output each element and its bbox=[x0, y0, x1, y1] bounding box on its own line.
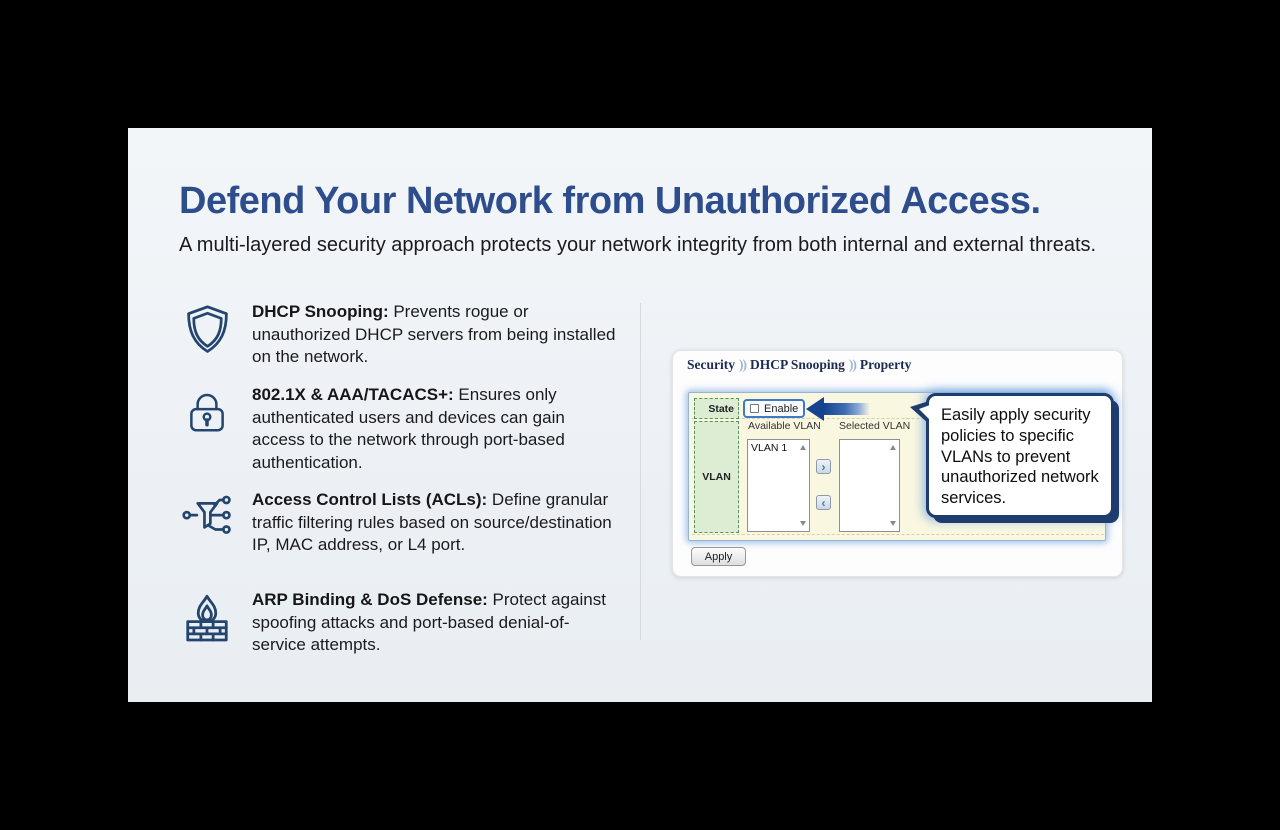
feature-body: Define granular traffic filtering rules … bbox=[252, 490, 612, 554]
scroll-up-icon[interactable] bbox=[890, 445, 896, 450]
enable-checkbox[interactable] bbox=[750, 404, 759, 413]
row-separator bbox=[692, 396, 1104, 419]
feature-lead: 802.1X & AAA/TACACS+: bbox=[252, 385, 454, 404]
arrow-left-icon bbox=[806, 397, 870, 421]
acl-filter-icon bbox=[179, 489, 235, 557]
feature-8021x: 802.1X & AAA/TACACS+: Ensures only authe… bbox=[179, 384, 622, 474]
feature-text: DHCP Snooping: Prevents rogue or unautho… bbox=[252, 301, 622, 369]
breadcrumb-property: Property bbox=[859, 357, 912, 372]
scroll-down-icon[interactable] bbox=[800, 521, 806, 526]
ui-screenshot-card: Security))DHCP Snooping))Property State … bbox=[672, 350, 1123, 577]
breadcrumb-dhcp-snooping[interactable]: DHCP Snooping bbox=[750, 357, 845, 372]
page-title: Defend Your Network from Unauthorized Ac… bbox=[179, 180, 1041, 222]
marketing-slide: Defend Your Network from Unauthorized Ac… bbox=[128, 128, 1152, 702]
available-vlan-label: Available VLAN bbox=[748, 420, 821, 432]
feature-lead: DHCP Snooping: bbox=[252, 302, 389, 321]
move-right-button[interactable]: › bbox=[816, 459, 831, 474]
state-enable-group: Enable bbox=[743, 399, 805, 418]
feature-dhcp-snooping: DHCP Snooping: Prevents rogue or unautho… bbox=[179, 301, 622, 369]
shield-icon bbox=[179, 301, 235, 369]
breadcrumb-separator: )) bbox=[739, 357, 747, 372]
selected-vlan-label: Selected VLAN bbox=[839, 420, 911, 432]
scroll-up-icon[interactable] bbox=[800, 445, 806, 450]
apply-button[interactable]: Apply bbox=[691, 547, 746, 566]
chevron-left-icon: ‹ bbox=[821, 495, 826, 510]
breadcrumb-security[interactable]: Security bbox=[687, 357, 735, 372]
feature-body: Protect against spoofing attacks and por… bbox=[252, 590, 606, 654]
feature-lead: ARP Binding & DoS Defense: bbox=[252, 590, 488, 609]
available-vlan-listbox[interactable]: VLAN 1 bbox=[747, 439, 810, 532]
enable-checkbox-label: Enable bbox=[764, 402, 799, 415]
firewall-icon bbox=[179, 589, 235, 657]
breadcrumb-separator: )) bbox=[848, 357, 857, 372]
column-divider bbox=[640, 303, 641, 640]
row-separator bbox=[692, 534, 1104, 535]
feature-lead: Access Control Lists (ACLs): bbox=[252, 490, 488, 509]
callout-text: Easily apply security policies to specif… bbox=[941, 406, 1099, 508]
feature-text: 802.1X & AAA/TACACS+: Ensures only authe… bbox=[252, 384, 622, 474]
selected-vlan-listbox[interactable] bbox=[839, 439, 900, 532]
list-item-vlan1[interactable]: VLAN 1 bbox=[751, 442, 788, 454]
breadcrumb: Security))DHCP Snooping))Property bbox=[687, 357, 911, 373]
feature-acls: Access Control Lists (ACLs): Define gran… bbox=[179, 489, 622, 557]
scroll-down-icon[interactable] bbox=[890, 521, 896, 526]
feature-body: Prevents rogue or unauthorized DHCP serv… bbox=[252, 302, 616, 366]
feature-arp-dos: ARP Binding & DoS Defense: Protect again… bbox=[179, 589, 622, 657]
state-row-header: State bbox=[694, 398, 739, 419]
page-subtitle: A multi-layered security approach protec… bbox=[179, 234, 1097, 256]
callout-bubble: Easily apply security policies to specif… bbox=[910, 393, 1114, 518]
chevron-right-icon: › bbox=[821, 459, 826, 474]
feature-text: Access Control Lists (ACLs): Define gran… bbox=[252, 489, 622, 557]
move-left-button[interactable]: ‹ bbox=[816, 495, 831, 510]
vlan-row-header: VLAN bbox=[694, 421, 739, 533]
feature-text: ARP Binding & DoS Defense: Protect again… bbox=[252, 589, 622, 657]
feature-body: Ensures only authenticated users and dev… bbox=[252, 385, 565, 472]
lock-icon bbox=[179, 384, 235, 474]
